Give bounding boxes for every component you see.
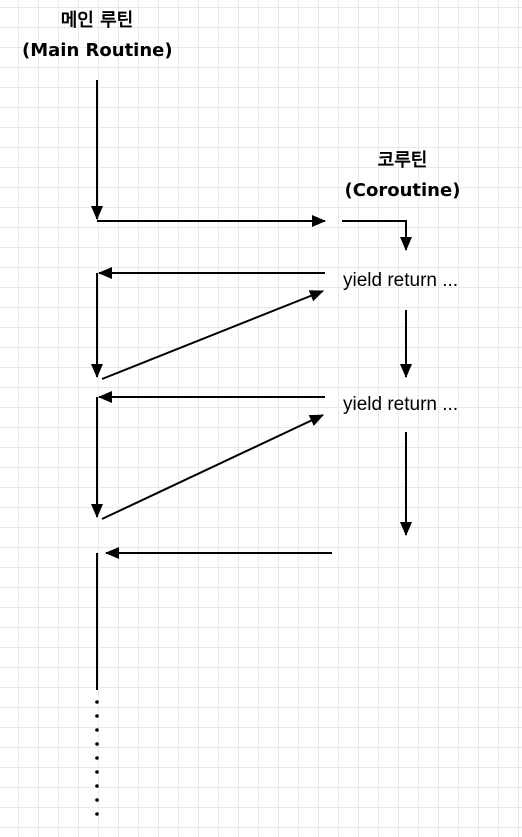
continuation-dots	[95, 700, 99, 816]
main-routine-title-ko: 메인 루틴	[60, 10, 134, 31]
coroutine-title-ko: 코루틴	[377, 150, 428, 171]
coroutine-title-en: (Coroutine)	[344, 180, 461, 201]
coroutine-label: 코루틴 (Coroutine)	[330, 146, 475, 206]
main-routine-title-en: (Main Routine)	[22, 40, 173, 61]
main-routine-label: 메인 루틴 (Main Routine)	[22, 6, 173, 66]
coroutine-down-arrow-1	[342, 220, 412, 251]
resume-arrow-1	[101, 290, 324, 380]
resume-arrow-2	[101, 414, 324, 520]
yield-return-label-1: yield return ...	[343, 270, 459, 291]
yield-return-label-2: yield return ...	[343, 394, 459, 415]
